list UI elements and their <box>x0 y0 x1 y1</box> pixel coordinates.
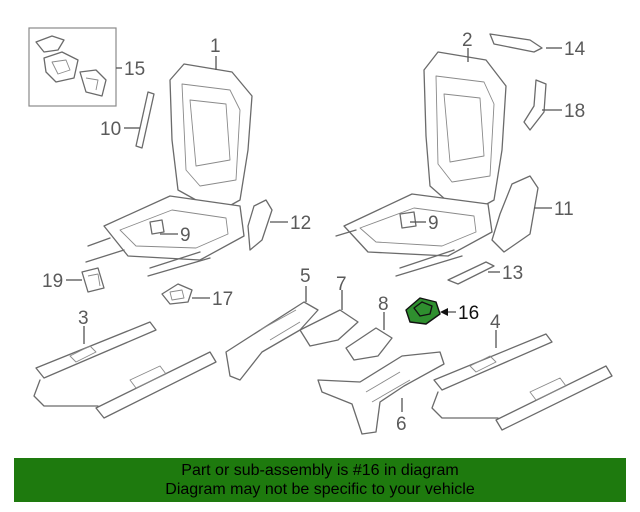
part-4-seat-track <box>431 333 613 431</box>
part-2-seat-frame <box>335 51 507 277</box>
callout-14: 14 <box>564 39 586 60</box>
callout-12: 12 <box>290 213 311 234</box>
callout-8: 8 <box>378 294 389 315</box>
info-banner: Part or sub-assembly is #16 in diagram D… <box>14 458 626 502</box>
part-15-inset <box>28 27 117 107</box>
callout-18: 18 <box>564 101 585 122</box>
part-1-seat-frame <box>85 63 253 277</box>
callout-11: 11 <box>554 199 574 220</box>
parts-diagram: 1 2 3 4 5 6 7 8 9 9 10 11 12 13 14 15 16… <box>28 27 613 435</box>
callout-1: 1 <box>210 36 221 57</box>
callout-16: 16 <box>458 303 479 324</box>
callout-17: 17 <box>212 289 233 310</box>
callout-9-left: 9 <box>180 225 191 246</box>
callout-4: 4 <box>490 312 501 333</box>
banner-line-1: Part or sub-assembly is #16 in diagram <box>181 462 459 479</box>
banner-line-2: Diagram may not be specific to your vehi… <box>165 481 475 498</box>
callout-2: 2 <box>462 30 473 51</box>
callout-13: 13 <box>502 263 523 284</box>
part-3-seat-track <box>33 321 217 419</box>
callout-15: 15 <box>124 59 145 80</box>
part-16-highlighted <box>405 297 441 325</box>
callout-9-right: 9 <box>428 213 439 234</box>
callout-6: 6 <box>396 414 407 435</box>
callout-3: 3 <box>78 308 89 329</box>
callout-5: 5 <box>300 266 311 287</box>
callout-19: 19 <box>42 271 63 292</box>
callout-7: 7 <box>336 274 347 295</box>
callout-10: 10 <box>100 119 121 140</box>
